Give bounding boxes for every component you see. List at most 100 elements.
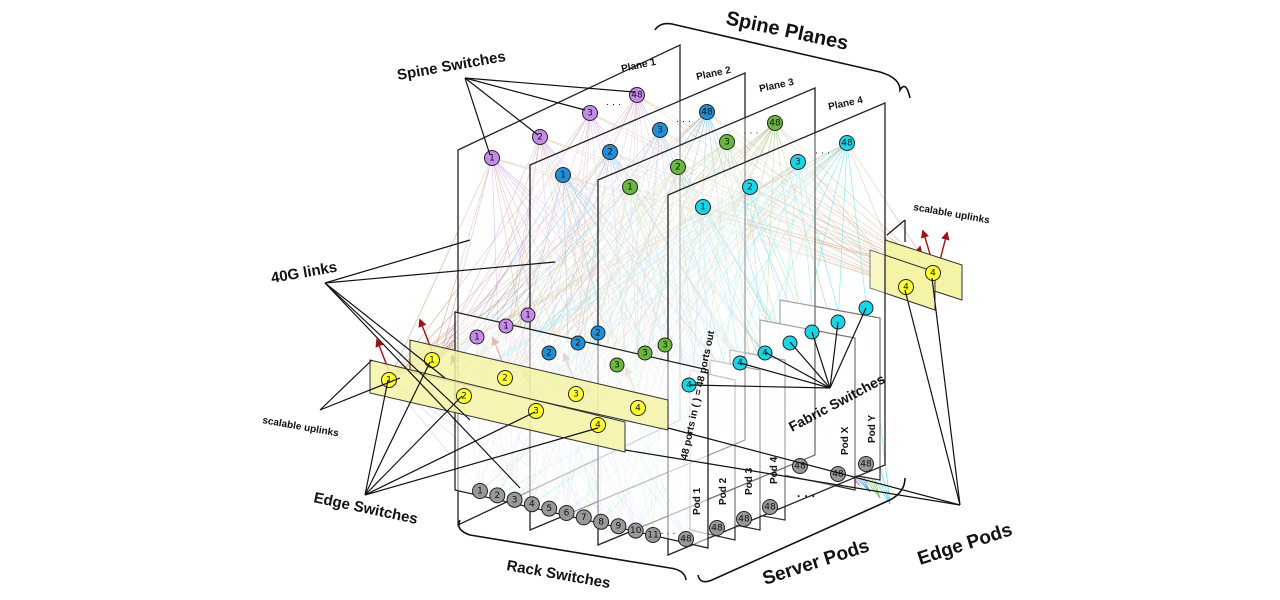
spine-switch-node: 2: [742, 179, 758, 195]
svg-text:48: 48: [764, 503, 776, 513]
spine-switch-node: 1: [555, 167, 571, 183]
edge-switch-node: 2: [497, 370, 513, 386]
edge-switch-node: 2: [456, 388, 472, 404]
svg-text:8: 8: [598, 517, 604, 527]
fabric-switch-node: 1: [520, 307, 536, 323]
spine-switches-label: Spine Switches: [396, 48, 507, 84]
svg-text:48: 48: [841, 139, 853, 149]
spine-ellipsis: · · ·: [676, 116, 692, 127]
edge-pod-left: [369, 339, 669, 453]
svg-text:2: 2: [494, 491, 500, 501]
pod-label: Pod 2: [718, 477, 729, 505]
spine-ellipsis: · · ·: [606, 99, 622, 110]
pod-label: Pod 1: [692, 487, 703, 515]
plane-label: Plane 3: [758, 77, 795, 95]
svg-text:2: 2: [575, 339, 581, 349]
svg-text:1: 1: [560, 171, 566, 181]
svg-text:48: 48: [631, 91, 643, 101]
svg-text:1: 1: [386, 376, 392, 386]
svg-text:3: 3: [662, 341, 668, 351]
svg-text:4: 4: [595, 421, 601, 431]
svg-text:1: 1: [700, 203, 706, 213]
edge-link: [388, 151, 611, 381]
edge-switch-node: 3: [568, 386, 584, 402]
edge-switch-node: 4: [590, 417, 606, 433]
fabric-switch-node: 2: [590, 325, 606, 341]
plane-label: Plane 4: [827, 95, 864, 113]
svg-text:48: 48: [711, 524, 723, 534]
edge-switch-node: 4: [925, 265, 941, 281]
svg-text:48: 48: [769, 119, 781, 129]
pod-port-node: 48: [792, 458, 808, 474]
edge-link: [388, 157, 493, 381]
fabric-switch-node: 3: [609, 357, 625, 373]
spine-switch-node: 48: [767, 115, 783, 131]
rack-switch-node: 5: [541, 500, 558, 517]
edge-link: [431, 157, 493, 361]
scalable-uplinks-right-label: scalable uplinks: [912, 202, 990, 226]
svg-text:3: 3: [795, 158, 801, 168]
pod-label: Pod 4: [769, 456, 780, 484]
svg-text:48: 48: [860, 460, 872, 470]
svg-text:1: 1: [477, 487, 483, 497]
svg-text:1: 1: [525, 311, 531, 321]
edge-switch-node: 4: [630, 400, 646, 416]
svg-text:1: 1: [503, 322, 509, 332]
rack-switch-node: 4: [523, 496, 540, 513]
svg-text:48: 48: [680, 535, 692, 545]
pod-port-node: 48: [762, 499, 778, 515]
svg-text:1: 1: [429, 356, 435, 366]
edge-link: [636, 94, 934, 274]
rack-switch-node: 48: [678, 531, 694, 547]
rack-switch-node: 7: [575, 509, 592, 526]
pod-port-node: 48: [736, 511, 752, 527]
edge-switch-node: 1: [424, 352, 440, 368]
spine-switch-node: 48: [699, 104, 715, 120]
brace-rack-switches: [457, 519, 687, 581]
fabric-switch-node: 3: [657, 337, 673, 353]
spine-switch-node: 2: [602, 144, 618, 160]
brace-server-pods: [697, 477, 906, 583]
fabric-switch-node: 2: [541, 345, 557, 361]
svg-text:7: 7: [581, 513, 587, 523]
rack-switch-node: 3: [506, 491, 523, 508]
rack-switch-node: 6: [558, 505, 575, 521]
spine-switch-node: 48: [839, 135, 855, 151]
svg-text:2: 2: [595, 329, 601, 339]
spine-switch-node: 1: [695, 199, 711, 215]
spine-switch-node: 1: [484, 150, 500, 166]
svg-text:3: 3: [573, 390, 579, 400]
svg-text:2: 2: [461, 392, 467, 402]
spine-switch-node: 3: [652, 122, 668, 138]
svg-text:9: 9: [616, 522, 622, 532]
rack-switch-node: 11: [645, 527, 661, 543]
rack-switch-node: 10: [627, 522, 644, 539]
svg-text:4: 4: [529, 500, 535, 510]
svg-text:2: 2: [675, 163, 681, 173]
edge-link: [388, 141, 728, 381]
svg-text:5: 5: [546, 504, 552, 514]
pod-label: Pod Y: [867, 415, 878, 443]
svg-text:2: 2: [747, 183, 753, 193]
spine-switch-node: 48: [629, 87, 645, 103]
svg-text:2: 2: [502, 374, 508, 384]
svg-text:3: 3: [587, 109, 593, 119]
spine-planes-label: Spine Planes: [724, 7, 850, 54]
svg-text:6: 6: [564, 509, 570, 519]
svg-text:11: 11: [647, 531, 658, 541]
edge-switch-node: 4: [898, 279, 914, 295]
pod-label: Pod X: [840, 426, 851, 455]
svg-text:4: 4: [930, 269, 936, 279]
svg-text:3: 3: [642, 349, 648, 359]
svg-text:4: 4: [686, 381, 692, 391]
fabric-switch-node: 4: [757, 345, 773, 361]
rack-switch-node: 8: [593, 513, 610, 530]
svg-text:1: 1: [474, 333, 480, 343]
svg-text:3: 3: [533, 407, 539, 417]
svg-text:3: 3: [512, 495, 518, 505]
svg-text:1: 1: [489, 154, 495, 164]
svg-text:4: 4: [635, 404, 641, 414]
edge-pods-label: Edge Pods: [915, 519, 1015, 569]
brace-spine-planes: [654, 22, 911, 99]
